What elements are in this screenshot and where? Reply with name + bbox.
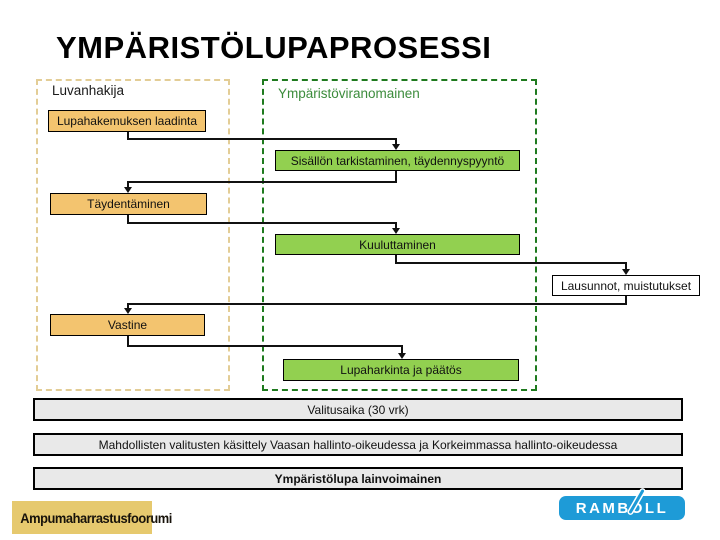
connector-vastine-lupaharkinta [127,336,403,353]
lane-applicant: Luvanhakija [36,79,230,391]
arrowhead-icon [398,353,406,359]
arrowhead-icon [392,228,400,234]
connector-taydentaminen-kuuluttaminen [127,215,397,228]
lane-authority: Ympäristöviranomainen [262,79,537,391]
arrowhead-icon [124,308,132,314]
bar-lupa-lainvoimainen-label: Ympäristölupa lainvoimainen [274,471,442,486]
arrowhead-icon [622,269,630,275]
node-taydentaminen: Täydentäminen [50,193,207,215]
node-lausunnot-muistutukset: Lausunnot, muistutukset [552,275,700,296]
ramboll-logo-o-letter: O [630,499,645,517]
bar-lupa-lainvoimainen: Ympäristölupa lainvoimainen [33,467,683,490]
node-lupaharkinta-ja-paatos: Lupaharkinta ja päätös [283,359,519,381]
connector-tarkistaminen-taydentaminen [127,171,397,187]
node-vastine: Vastine [50,314,205,336]
ramboll-logo-text-left: RAMB [575,499,631,517]
ramboll-logo-text-right: LL [644,499,669,517]
node-lupahakemuksen-laadinta: Lupahakemuksen laadinta [48,110,206,132]
lane-authority-label: Ympäristöviranomainen [278,86,420,101]
ampumaharrastusfoorumi-logo: Ampumaharrastusfoorumi [12,501,172,534]
lane-applicant-label: Luvanhakija [52,83,125,98]
node-kuuluttaminen: Kuuluttaminen [275,234,520,255]
arrowhead-icon [392,144,400,150]
bar-valitusaika-label: Valitusaika (30 vrk) [307,402,409,417]
ampumaharrastusfoorumi-logo-text: Ampumaharrastusfoorumi [20,509,172,526]
node-sisallon-tarkistaminen: Sisällön tarkistaminen, täydennyspyyntö [275,150,520,171]
ramboll-logo-o: O [628,488,645,517]
page-title: YMPÄRISTÖLUPAPROSESSI [56,30,492,65]
connector-kuuluttaminen-lausunnot [395,255,627,269]
bar-valitusaika: Valitusaika (30 vrk) [33,398,683,421]
connector-laadinta-tarkistaminen [127,131,397,144]
arrowhead-icon [124,187,132,193]
connector-lausunnot-vastine [127,296,627,308]
bar-valitusten-kasittely-label: Mahdollisten valitusten käsittely Vaasan… [98,437,618,452]
bar-valitusten-kasittely: Mahdollisten valitusten käsittely Vaasan… [33,433,683,456]
